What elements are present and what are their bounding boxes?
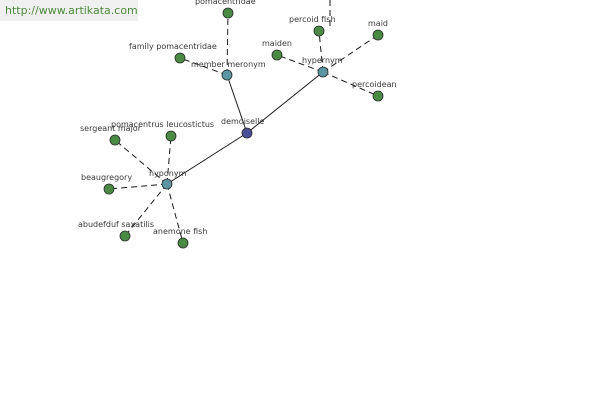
edges-layer xyxy=(108,12,379,244)
node-label: sergeant major xyxy=(80,124,142,133)
edge-demoiselle-member-meronym xyxy=(226,74,248,134)
node-circle[interactable] xyxy=(313,25,325,37)
node-hypernym[interactable]: hypernym xyxy=(302,56,343,78)
node-circle[interactable] xyxy=(271,49,283,61)
node-label: pomacentridae xyxy=(195,0,256,6)
edge-hyponym-sergeant-major xyxy=(114,139,168,185)
edge-member-meronym-family-pomacentridae xyxy=(179,57,228,76)
edge-hyponym-anemone-fish xyxy=(166,183,184,244)
node-label: percoidean xyxy=(352,80,397,89)
node-hyponym[interactable]: hyponym xyxy=(149,169,187,190)
node-circle[interactable] xyxy=(161,178,173,190)
edge-demoiselle-hyponym xyxy=(166,132,248,185)
node-abudefduf-saxatilis[interactable]: abudefduf saxatilis xyxy=(78,220,154,242)
node-percoid-fish[interactable]: percoid fish xyxy=(289,15,336,37)
node-member-meronym[interactable]: member meronym xyxy=(191,60,266,81)
edge-member-meronym-pomacentridae xyxy=(226,12,229,76)
node-pomacentrus-leucostictus[interactable]: pomacentrus leucostictus xyxy=(111,120,214,142)
edge-hypernym-maiden xyxy=(276,54,324,73)
node-circle[interactable] xyxy=(372,29,384,41)
node-circle[interactable] xyxy=(119,230,131,242)
node-circle[interactable] xyxy=(109,134,121,146)
node-label: hyponym xyxy=(149,169,187,178)
node-label: percoid fish xyxy=(289,15,336,24)
node-circle[interactable] xyxy=(174,52,186,64)
node-family-pomacentridae[interactable]: family pomacentridae xyxy=(129,42,217,64)
node-label: member meronym xyxy=(191,60,266,69)
node-label: maiden xyxy=(262,39,292,48)
node-label: pomacentrus leucostictus xyxy=(111,120,214,129)
node-label: family pomacentridae xyxy=(129,42,217,51)
node-circle[interactable] xyxy=(222,7,234,19)
nodes-layer: demoiselle member meronym hypernym hyponym p… xyxy=(78,0,397,249)
node-label: hypernym xyxy=(302,56,343,65)
edge-demoiselle-hypernym xyxy=(246,71,324,134)
node-label: beaugregory xyxy=(81,173,132,182)
node-percoidean[interactable]: percoidean xyxy=(352,80,397,102)
node-circle[interactable] xyxy=(177,237,189,249)
node-circle[interactable] xyxy=(372,90,384,102)
edge-hypernym-maid xyxy=(322,34,379,73)
edge-hypernym-percoid-fish xyxy=(318,30,324,73)
node-maid[interactable]: maid xyxy=(368,19,388,41)
node-beaugregory[interactable]: beaugregory xyxy=(81,173,132,195)
node-label: anemone fish xyxy=(153,227,207,236)
node-circle[interactable] xyxy=(317,66,329,78)
edge-hyponym-beaugregory xyxy=(108,183,168,190)
node-label: maid xyxy=(368,19,388,28)
node-anemone-fish[interactable]: anemone fish xyxy=(153,227,207,249)
edge-hyponym-abudefduf-saxatilis xyxy=(124,183,168,237)
edge-hyponym-pomacentrus-leucostictus xyxy=(166,135,172,185)
node-demoiselle[interactable]: demoiselle xyxy=(221,117,264,139)
node-circle[interactable] xyxy=(165,130,177,142)
node-label: demoiselle xyxy=(221,117,264,126)
node-label: abudefduf saxatilis xyxy=(78,220,154,229)
node-maiden[interactable]: maiden xyxy=(262,39,292,61)
node-sergeant-major[interactable]: sergeant major xyxy=(80,124,142,146)
node-pomacentridae[interactable]: pomacentridae xyxy=(195,0,256,19)
watermark-link[interactable]: http://www.artikata.com xyxy=(0,0,138,21)
node-circle[interactable] xyxy=(103,183,115,195)
node-circle[interactable] xyxy=(241,127,253,139)
edge-hypernym-percoidean xyxy=(322,71,379,97)
node-circle[interactable] xyxy=(221,69,233,81)
